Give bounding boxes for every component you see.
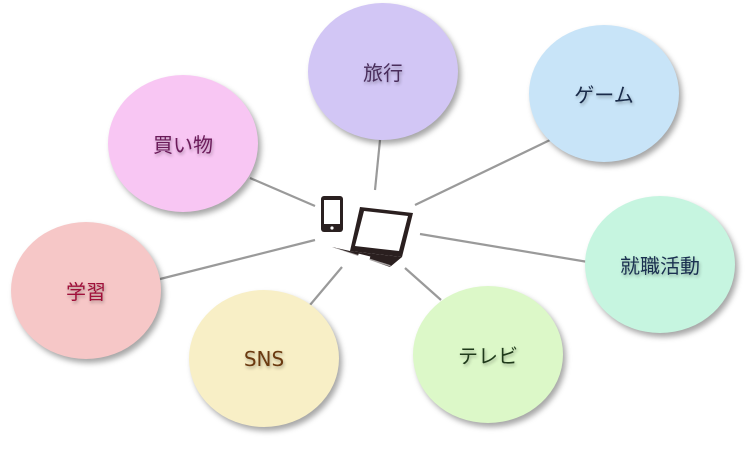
connector-job-hunting	[419, 232, 589, 264]
topic-label: 買い物	[153, 133, 213, 157]
connector-sns	[309, 266, 343, 306]
connector-tv	[404, 267, 442, 301]
connector-study	[159, 238, 316, 281]
topic-study: 学習	[11, 222, 161, 359]
topic-label: 学習	[66, 280, 106, 304]
topic-job-hunting: 就職活動	[585, 196, 735, 333]
topic-label: ゲーム	[574, 83, 634, 107]
smartphone-icon	[321, 196, 343, 232]
topic-sns: SNS	[189, 290, 339, 427]
topic-travel: 旅行	[308, 3, 458, 140]
connector-shopping	[249, 176, 316, 208]
topic-tv: テレビ	[413, 286, 563, 423]
topic-game: ゲーム	[529, 25, 679, 162]
topic-label: 旅行	[363, 61, 403, 85]
topic-label: 就職活動	[620, 254, 700, 278]
laptop-icon	[332, 207, 413, 267]
connector-travel	[373, 139, 382, 191]
connector-game	[414, 139, 551, 206]
topic-label: SNS	[243, 346, 285, 371]
topic-label: テレビ	[458, 344, 518, 368]
topic-shopping: 買い物	[108, 75, 258, 212]
